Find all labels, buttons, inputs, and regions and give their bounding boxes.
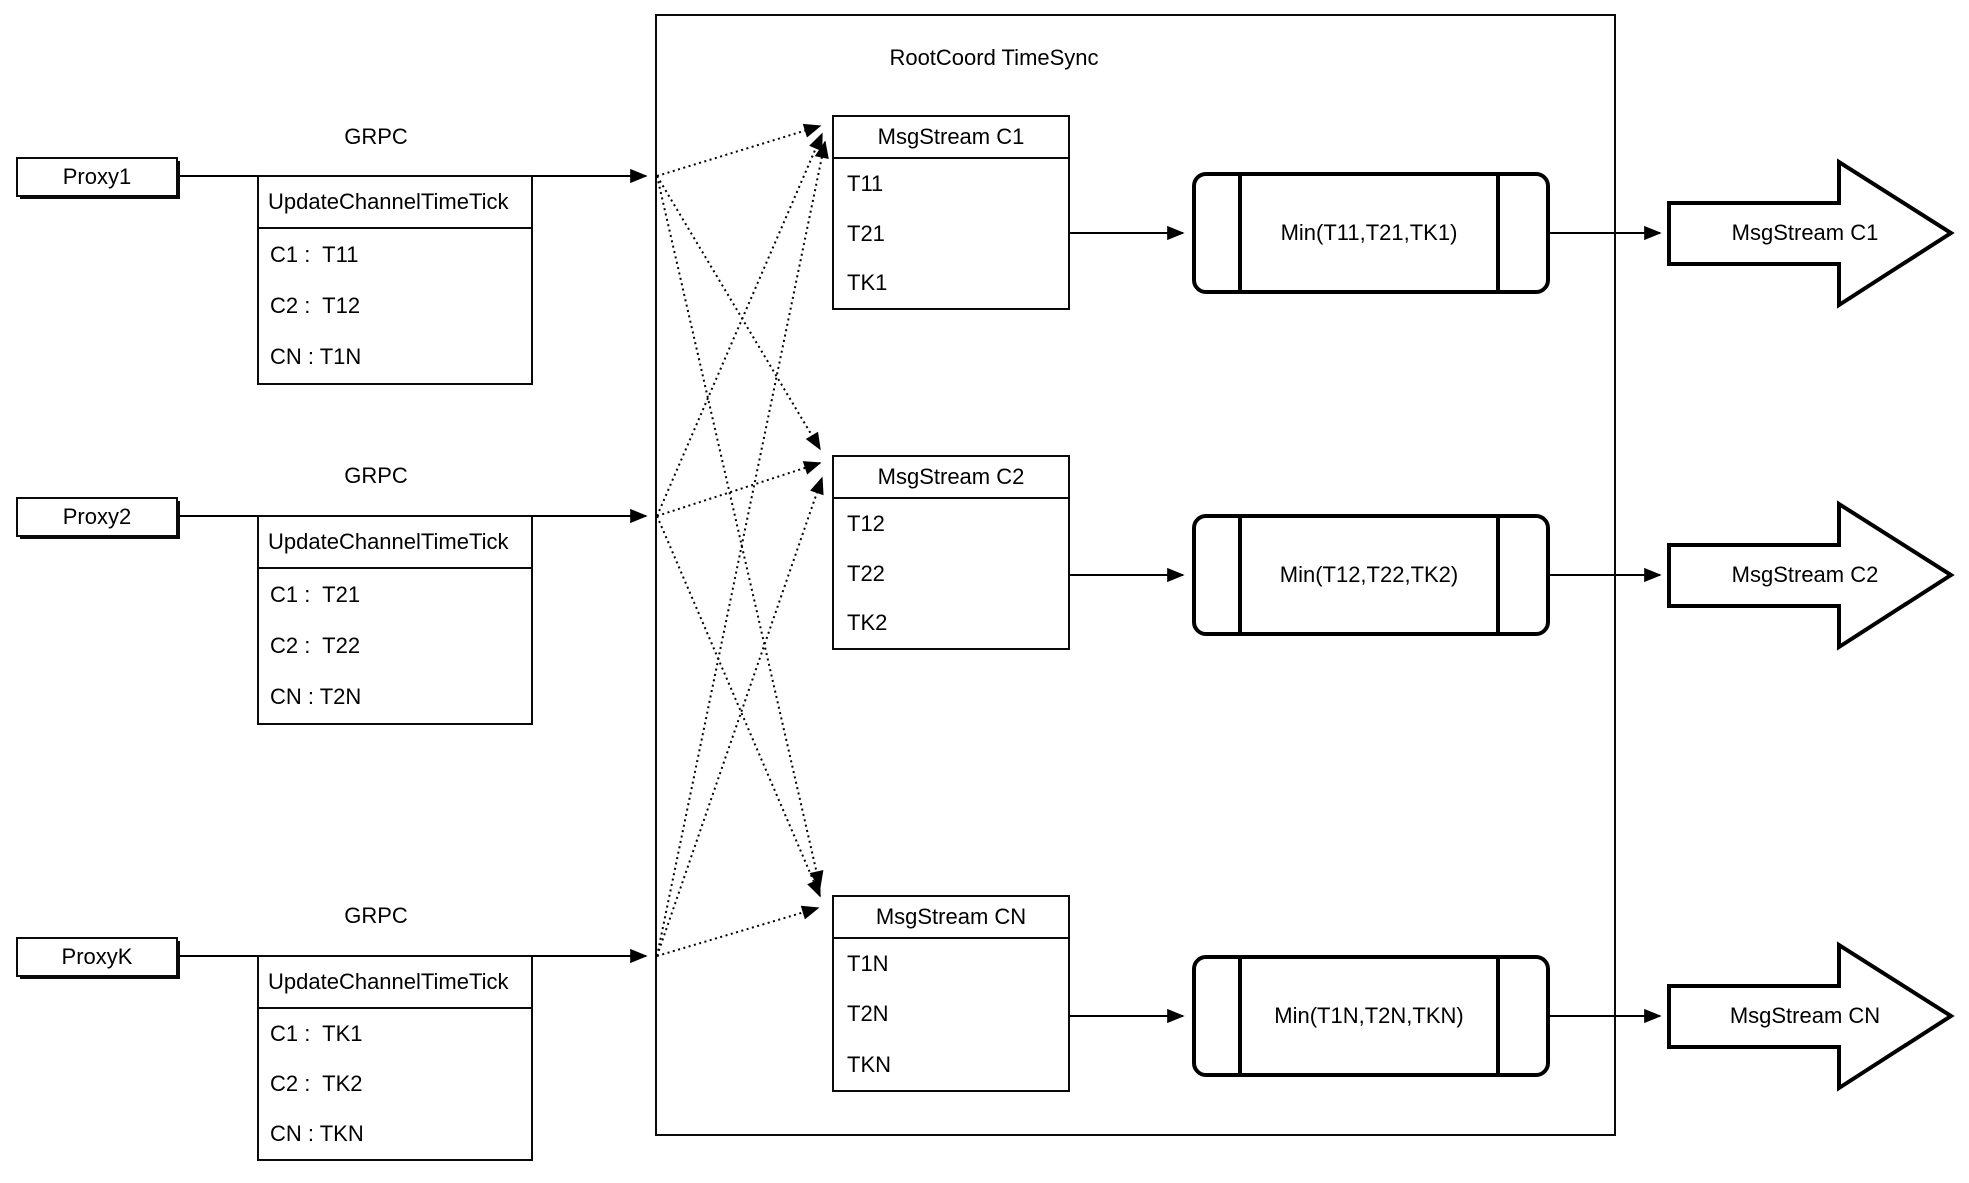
min-block-divider [1496, 518, 1500, 632]
msgstream-c1-header: MsgStream C1 [834, 117, 1068, 159]
proxyk-timetick-table: UpdateChannelTimeTick C1 : TK1 C2 : TK2 … [257, 955, 533, 1161]
min-c2-label: Min(T12,T22,TK2) [1279, 562, 1459, 587]
min-block-c2: Min(T12,T22,TK2) [1192, 514, 1550, 636]
output-msgstream-c2-label: MsgStream C2 [1731, 562, 1879, 587]
proxy2-label: Proxy2 [62, 504, 132, 529]
proxy1-label: Proxy1 [62, 164, 132, 189]
proxy2-table-row: C2 : T22 [270, 632, 361, 658]
msgstream-c2-row: T12 [847, 510, 885, 536]
min-block-divider [1496, 176, 1500, 290]
proxy2-timetick-table: UpdateChannelTimeTick C1 : T21 C2 : T22 … [257, 515, 533, 725]
min-cn-label: Min(T1N,T2N,TKN) [1274, 1003, 1464, 1028]
msgstream-c1-row: T21 [847, 220, 885, 246]
msgstream-c2-row: T22 [847, 560, 885, 586]
proxyk-table-row: C2 : TK2 [270, 1071, 363, 1096]
grpc-label-2: GRPC [344, 463, 408, 488]
proxy2-table-header: UpdateChannelTimeTick [259, 517, 531, 569]
proxy2-table-row: C1 : T21 [270, 581, 361, 607]
proxy1-table-row: C2 : T12 [270, 292, 361, 318]
proxy1-node: Proxy1 [16, 157, 178, 197]
msgstream-cn-header: MsgStream CN [834, 897, 1068, 939]
msgstream-c1-row: T11 [847, 170, 884, 196]
proxyk-node: ProxyK [16, 937, 178, 977]
min-block-divider [1238, 959, 1242, 1073]
msgstream-c1-table: MsgStream C1 T11 T21 TK1 [832, 115, 1070, 310]
output-msgstream-cn-label: MsgStream CN [1729, 1003, 1881, 1028]
min-block-divider [1496, 959, 1500, 1073]
proxy2-table-row: CN : T2N [270, 684, 362, 710]
msgstream-cn-row: TKN [847, 1051, 891, 1077]
proxyk-table-row: CN : TKN [270, 1121, 364, 1146]
output-block-arrows [1667, 158, 1955, 1092]
msgstream-c2-header: MsgStream C2 [834, 457, 1068, 499]
min-c1-label: Min(T11,T21,TK1) [1280, 220, 1458, 245]
msgstream-c1-row: TK1 [847, 270, 888, 296]
proxy1-table-row: C1 : T11 [270, 241, 359, 267]
output-msgstream-c1-label: MsgStream C1 [1731, 220, 1879, 245]
proxy2-node: Proxy2 [16, 497, 178, 537]
msgstream-c2-row: TK2 [847, 610, 888, 636]
min-block-cn: Min(T1N,T2N,TKN) [1192, 955, 1550, 1077]
proxy1-table-row: CN : T1N [270, 344, 362, 370]
proxyk-table-header: UpdateChannelTimeTick [259, 957, 531, 1009]
min-block-divider [1238, 518, 1242, 632]
proxyk-table-row: C1 : TK1 [270, 1021, 363, 1046]
proxyk-label: ProxyK [61, 944, 133, 969]
msgstream-cn-row: T1N [847, 951, 889, 977]
proxy1-table-header: UpdateChannelTimeTick [259, 177, 531, 229]
proxy1-timetick-table: UpdateChannelTimeTick C1 : T11 C2 : T12 … [257, 175, 533, 385]
msgstream-cn-table: MsgStream CN T1N T2N TKN [832, 895, 1070, 1092]
min-block-divider [1238, 176, 1242, 290]
rootcoord-title: RootCoord TimeSync [889, 45, 1099, 70]
msgstream-c2-table: MsgStream C2 T12 T22 TK2 [832, 455, 1070, 650]
grpc-label-3: GRPC [344, 903, 408, 928]
grpc-label-1: GRPC [344, 124, 408, 149]
min-block-c1: Min(T11,T21,TK1) [1192, 172, 1550, 294]
msgstream-cn-row: T2N [847, 1001, 889, 1027]
